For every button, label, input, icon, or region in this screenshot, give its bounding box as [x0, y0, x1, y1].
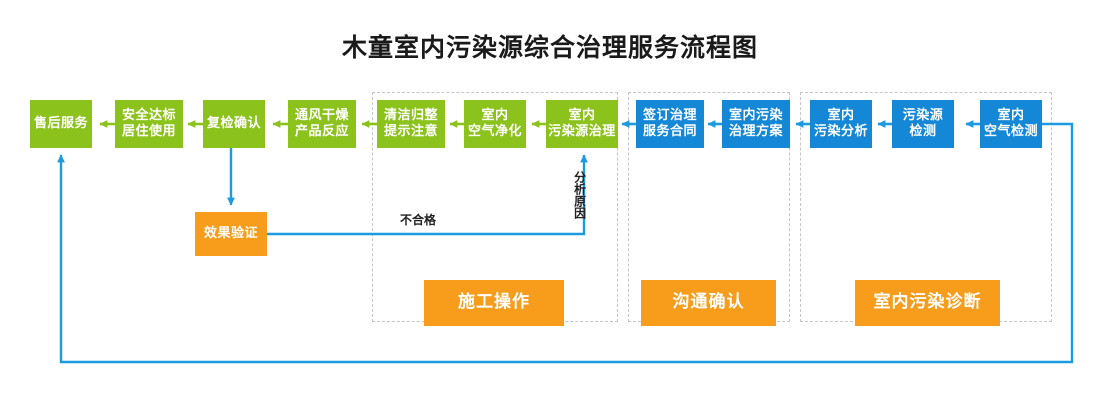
node-label: 签订治理服务合同	[642, 107, 697, 139]
phase-label: 室内污染诊断	[873, 292, 982, 313]
phase-label: 沟通确认	[672, 292, 745, 313]
node-label: 安全达标居住使用	[121, 107, 176, 139]
node-label: 室内污染源治理	[548, 107, 616, 139]
node-sign-service-contract[interactable]: 签订治理服务合同	[636, 100, 704, 148]
node-ventilate-dry-reaction[interactable]: 通风干燥产品反应	[288, 100, 356, 148]
node-safe-standard-living[interactable]: 安全达标居住使用	[115, 100, 183, 148]
node-label: 售后服务	[33, 115, 88, 131]
node-label: 通风干燥产品反应	[294, 107, 349, 139]
node-label: 清洁归整提示注意	[383, 107, 438, 139]
node-pollution-source-test[interactable]: 污染源检测	[892, 100, 954, 148]
node-indoor-pollution-plan[interactable]: 室内污染治理方案	[722, 100, 790, 148]
node-clean-tidy-notice[interactable]: 清洁归整提示注意	[377, 100, 445, 148]
edge-label-analyze-cause: 分析原因	[572, 171, 587, 219]
node-label: 效果验证	[203, 225, 258, 241]
node-after-sales-service[interactable]: 售后服务	[30, 100, 92, 148]
phase-label: 施工操作	[458, 292, 530, 313]
node-recheck-confirm[interactable]: 复检确认	[203, 100, 265, 148]
phase-construction[interactable]: 施工操作	[424, 280, 564, 326]
node-label: 室内空气检测	[983, 107, 1038, 139]
node-label: 室内空气净化	[467, 107, 522, 139]
node-label: 室内污染分析	[813, 107, 868, 139]
node-indoor-air-test[interactable]: 室内空气检测	[980, 100, 1042, 148]
node-indoor-air-purify[interactable]: 室内空气净化	[464, 100, 526, 148]
node-label: 污染源检测	[902, 107, 944, 139]
edge-label-fail: 不合格	[400, 213, 437, 227]
node-label: 室内污染治理方案	[728, 107, 783, 139]
node-indoor-pollution-analyze[interactable]: 室内污染分析	[810, 100, 872, 148]
node-label: 复检确认	[206, 115, 261, 131]
phase-diagnosis[interactable]: 室内污染诊断	[855, 280, 1000, 326]
node-effect-verification[interactable]: 效果验证	[195, 212, 267, 256]
phase-communication[interactable]: 沟通确认	[641, 280, 776, 326]
page-title: 木童室内污染源综合治理服务流程图	[341, 33, 758, 62]
node-indoor-pollution-treat[interactable]: 室内污染源治理	[546, 100, 618, 148]
